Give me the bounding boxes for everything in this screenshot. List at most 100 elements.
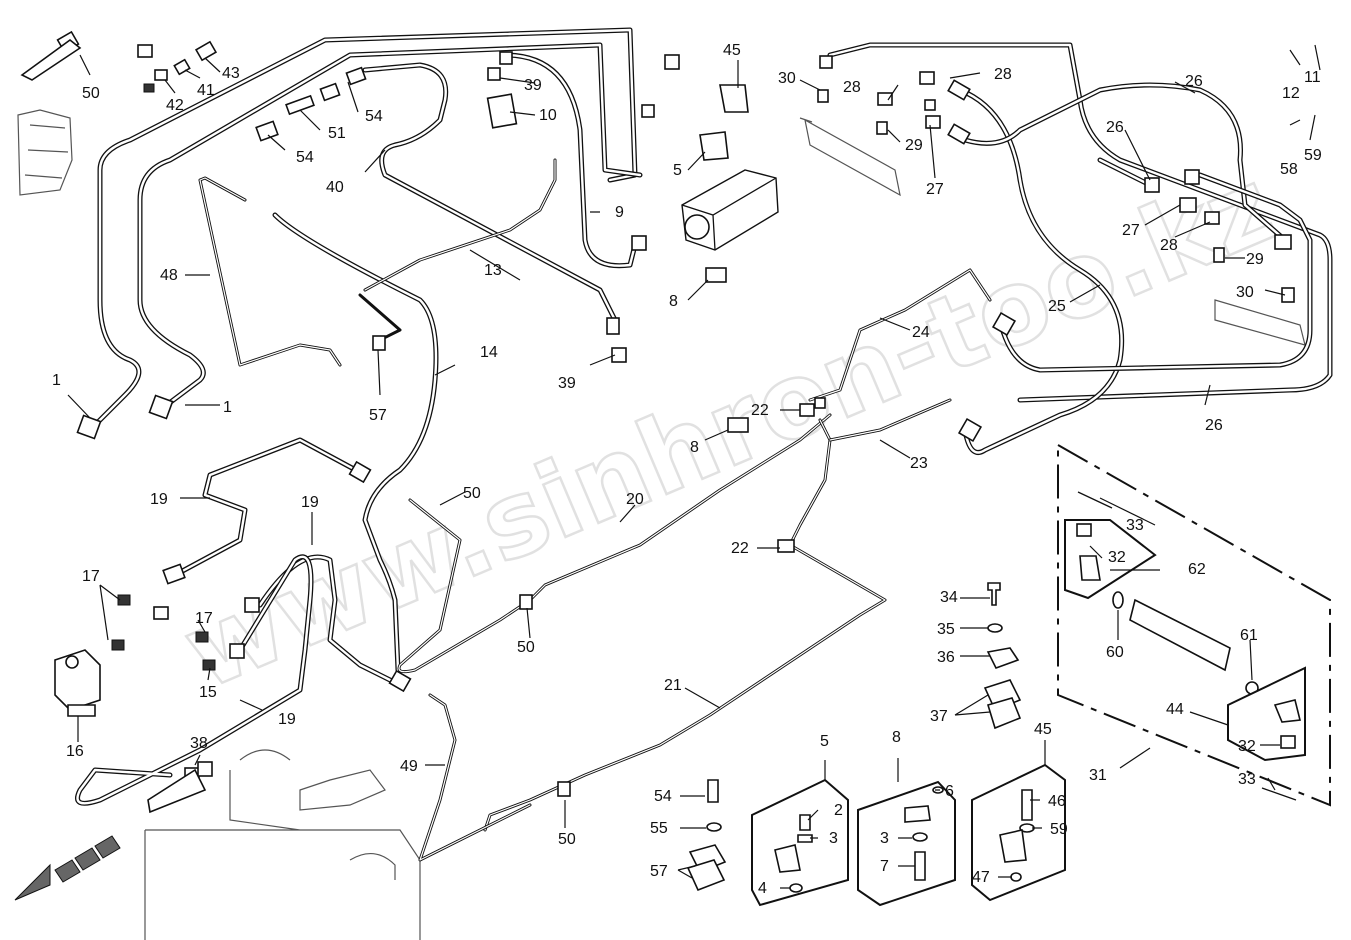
kit-8-box	[857, 780, 956, 907]
callout-28-mid: 28	[994, 66, 1012, 83]
callout-63: 62	[1188, 561, 1206, 578]
callout-51: 50	[463, 485, 481, 502]
callout-30-left: 30	[778, 70, 796, 87]
callout-13: 13	[484, 262, 502, 279]
callout-16: 16	[66, 743, 84, 760]
callout-35: 35	[937, 621, 955, 638]
callout-19-a: 19	[150, 491, 168, 508]
callout-45-kit: 45	[1034, 721, 1052, 738]
callout-6: 6	[945, 783, 954, 800]
hardware-34-37	[983, 582, 1022, 730]
callout-45-top: 45	[723, 42, 741, 59]
direction-arrow	[14, 835, 121, 901]
callout-17-left: 17	[82, 568, 100, 585]
callout-40: 40	[326, 179, 344, 196]
callout-8-top: 8	[669, 293, 678, 310]
callout-5-kit: 5	[820, 733, 829, 750]
callout-3-kit8: 3	[880, 830, 889, 847]
callout-53: 51	[328, 125, 346, 142]
callout-14: 14	[480, 344, 498, 361]
callout-43: 43	[222, 65, 240, 82]
callout-52: 50	[82, 85, 100, 102]
callout-29-left: 29	[905, 137, 923, 154]
callout-7: 7	[880, 858, 889, 875]
callout-19-b: 19	[301, 494, 319, 511]
callout-29-right: 29	[1246, 251, 1264, 268]
callout-57: 57	[650, 863, 668, 880]
callout-19-c: 19	[278, 711, 296, 728]
callout-24: 24	[912, 324, 930, 341]
callout-26-bottom: 26	[1205, 417, 1223, 434]
callout-39-upper: 39	[524, 77, 542, 94]
callout-41: 41	[197, 82, 215, 99]
callout-4: 4	[758, 880, 767, 897]
callout-38: 38	[190, 735, 208, 752]
callout-27-left: 27	[926, 181, 944, 198]
ghost-pump-left	[17, 109, 73, 196]
callout-22-upper: 22	[751, 402, 769, 419]
tube-set-thin	[358, 158, 992, 862]
callout-48: 48	[160, 267, 178, 284]
callout-49: 49	[400, 758, 418, 775]
callout-11: 11	[1304, 69, 1321, 86]
callout-26-mid: 26	[1106, 119, 1124, 136]
callout-25: 25	[1048, 298, 1066, 315]
callout-60: 58	[1280, 161, 1298, 178]
kit-boxes-bottom	[147, 763, 1066, 907]
callout-28-left: 28	[843, 79, 861, 96]
callout-47: 47	[972, 869, 990, 886]
callout-32-top: 32	[1108, 549, 1126, 566]
callout-33-bottom: 33	[1238, 771, 1256, 788]
callout-39-lower: 39	[558, 375, 576, 392]
callout-22-lower: 22	[731, 540, 749, 557]
callout-62-right: 61	[1240, 627, 1258, 644]
callout-23: 23	[910, 455, 928, 472]
callout-10: 10	[539, 107, 557, 124]
callout-1-left: 1	[52, 372, 61, 389]
steering-valve-block	[681, 169, 779, 251]
callout-31: 31	[1089, 767, 1107, 784]
callout-44: 44	[1166, 701, 1184, 718]
callout-21: 21	[664, 677, 682, 694]
callout-2: 2	[834, 802, 843, 819]
callout-12: 12	[1282, 85, 1300, 102]
callout-32-bottom: 32	[1238, 738, 1256, 755]
callout-8-kit: 8	[892, 729, 901, 746]
callout-62-left: 60	[1106, 644, 1124, 661]
callout-9: 9	[615, 204, 624, 221]
leader-lines	[67, 44, 1321, 889]
callout-5-top: 5	[673, 162, 682, 179]
ghost-tank-bottom	[144, 749, 421, 940]
callout-55: 54	[654, 788, 672, 805]
callout-46: 46	[1048, 793, 1066, 810]
callout-26-top: 26	[1185, 73, 1203, 90]
callout-56: 55	[650, 820, 668, 837]
callout-34: 34	[940, 589, 958, 606]
callout-1-right: 1	[223, 399, 232, 416]
callout-3-kit5: 3	[829, 830, 838, 847]
ghost-steering-cylinder-right	[1214, 299, 1306, 346]
pipe-set-main	[75, 27, 1333, 806]
callout-30-right: 30	[1236, 284, 1254, 301]
callout-58: 57	[369, 407, 387, 424]
callout-36: 36	[937, 649, 955, 666]
callout-8-mid: 8	[690, 439, 699, 456]
fittings	[20, 30, 1295, 797]
callout-20: 20	[626, 491, 644, 508]
ghost-steering-cylinder-upper	[799, 117, 901, 197]
callout-50-upper: 50	[517, 639, 535, 656]
callout-54-lower: 54	[296, 149, 314, 166]
callout-42: 42	[166, 97, 184, 114]
callout-54-upper: 54	[365, 108, 383, 125]
callout-labels: 1 1 50 42 41 43 51 54 54 39 10 40 9 13 4…	[52, 42, 1322, 897]
kit-31-outline	[1057, 443, 1331, 807]
callout-17-mid: 17	[195, 610, 213, 627]
callout-37: 37	[930, 708, 948, 725]
callout-33-top: 33	[1126, 517, 1144, 534]
callout-15: 15	[199, 684, 217, 701]
callout-50-lower: 50	[558, 831, 576, 848]
callout-61: 59	[1050, 821, 1068, 838]
callout-28-right: 28	[1160, 237, 1178, 254]
callout-27-right: 27	[1122, 222, 1140, 239]
